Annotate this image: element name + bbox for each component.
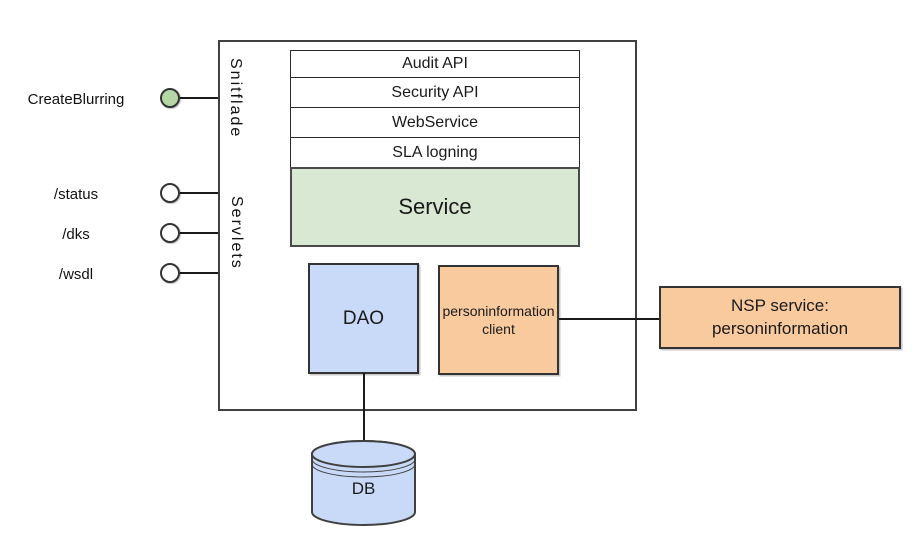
lollipop-circle-wsdl bbox=[160, 263, 180, 283]
service-box: Service bbox=[290, 167, 580, 247]
layer-sla-logning: SLA logning bbox=[290, 137, 580, 168]
layer-audit-api: Audit API bbox=[290, 50, 580, 78]
endpoint-status-label: /status bbox=[53, 186, 99, 203]
personinformation-client-label-line2: client bbox=[482, 321, 515, 337]
lollipop-circle-status bbox=[160, 183, 180, 203]
layer-webservice: WebService bbox=[290, 107, 580, 138]
endpoint-wsdl-label: /wsdl bbox=[58, 266, 94, 283]
db-cylinder-ring-2 bbox=[311, 463, 416, 478]
lollipop-circle-createblurring bbox=[160, 88, 180, 108]
servlets-section-label: Servlets bbox=[228, 196, 245, 270]
nsp-service-label-line1: NSP service: bbox=[731, 296, 829, 316]
db-cylinder-ring-1 bbox=[311, 458, 416, 473]
dao-box: DAO bbox=[308, 263, 419, 374]
endpoint-createblurring-label: CreateBlurring bbox=[27, 91, 125, 108]
connector-status bbox=[180, 192, 218, 194]
endpoint-dks-label: /dks bbox=[62, 226, 90, 243]
snitflade-section-label: Snitflade bbox=[227, 58, 244, 139]
connector-createblurring bbox=[180, 97, 218, 99]
connector-dks bbox=[180, 232, 218, 234]
db-label: DB bbox=[352, 479, 376, 498]
db-cylinder-top bbox=[311, 440, 416, 468]
nsp-service-box: NSP service: personinformation bbox=[659, 286, 901, 349]
db-cylinder: DB bbox=[310, 438, 417, 528]
personinformation-client-box: personinformation client bbox=[438, 265, 559, 375]
system-boundary-box bbox=[218, 40, 637, 411]
connector-client-to-nsp bbox=[559, 318, 659, 320]
nsp-service-label-line2: personinformation bbox=[711, 318, 849, 338]
layer-security-api: Security API bbox=[290, 77, 580, 108]
personinformation-client-label-line1: personinformation bbox=[442, 302, 555, 319]
api-layer-stack: Audit API Security API WebService SLA lo… bbox=[290, 50, 580, 247]
connector-wsdl bbox=[180, 272, 218, 274]
lollipop-circle-dks bbox=[160, 223, 180, 243]
connector-dao-to-db bbox=[363, 373, 365, 442]
